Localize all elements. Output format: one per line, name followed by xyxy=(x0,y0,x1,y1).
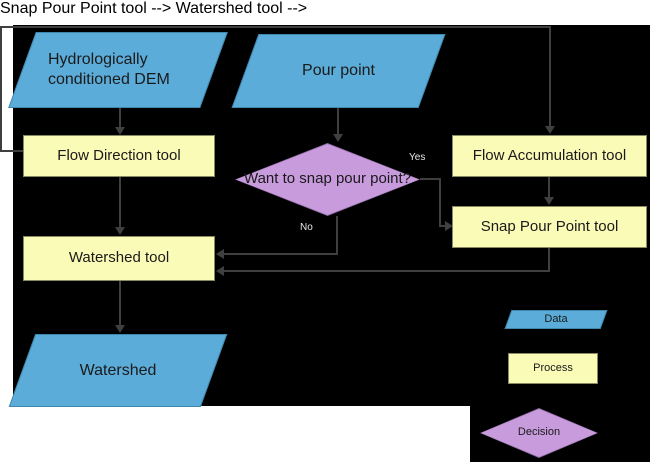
edge-flowdir-to-flowacc-arrowhead xyxy=(545,126,555,134)
node-label: Want to snap pour point? xyxy=(243,170,412,188)
node-want-to-snap-pour-point[interactable]: Want to snap pour point? xyxy=(235,143,420,216)
edge-decision-yes-h2 xyxy=(439,225,448,227)
edge-decision-yes-v xyxy=(439,178,441,226)
node-label: Flow Direction tool xyxy=(57,146,181,164)
edge-watertool-to-watershed-line xyxy=(119,281,121,326)
node-label: Watershed tool xyxy=(68,249,170,267)
edge-decision-yes-arrowhead xyxy=(445,221,453,231)
legend-item-process: Process xyxy=(508,353,598,384)
edge-label-no: No xyxy=(300,222,313,233)
node-label: Hydrologically conditioned DEM xyxy=(48,51,170,88)
edge-flowacc-to-snap-line xyxy=(548,177,550,198)
edge-decision-no-h xyxy=(224,253,337,255)
node-watershed-tool[interactable]: Watershed tool xyxy=(23,236,215,281)
node-pour-point[interactable]: Pour point xyxy=(231,34,446,108)
edge-pour-to-decision-arrowhead xyxy=(333,134,343,142)
node-flow-accumulation-tool[interactable]: Flow Accumulation tool xyxy=(452,135,647,177)
legend-item-data: Data xyxy=(504,310,608,329)
edge-watertool-to-watershed-arrowhead xyxy=(115,325,125,333)
edge-dem-to-flowdir-line xyxy=(119,108,121,128)
edge-decision-no-arrowhead xyxy=(216,249,224,259)
legend-label: Data xyxy=(544,312,568,325)
edge-label-yes: Yes xyxy=(409,152,426,163)
node-label: Snap Pour Point tool xyxy=(480,217,619,235)
legend-item-decision: Decision xyxy=(480,408,598,458)
edge-decision-yes-h xyxy=(420,178,441,180)
edge-flowdir-to-flowacc-riser xyxy=(0,26,2,152)
node-label: Flow Accumulation tool xyxy=(472,146,627,164)
edge-flowdir-to-flowacc-stub xyxy=(0,150,25,152)
edge-flowdir-to-watertool-line xyxy=(119,177,121,228)
edge-snap-to-watertool-v xyxy=(548,248,550,272)
edge-flowacc-to-snap-arrowhead xyxy=(544,197,554,205)
edge-dem-to-flowdir-arrowhead xyxy=(115,127,125,135)
edge-flowdir-to-watertool-arrowhead xyxy=(115,227,125,235)
node-snap-pour-point-tool[interactable]: Snap Pour Point tool xyxy=(452,206,647,248)
edge-flowdir-to-flowacc-top xyxy=(0,26,551,28)
legend-label: Decision xyxy=(517,426,561,439)
edge-snap-to-watertool-h xyxy=(224,270,550,272)
edge-flowdir-to-flowacc-drop xyxy=(549,26,551,127)
edge-snap-to-watertool-arrowhead xyxy=(216,266,224,276)
edge-decision-no-v xyxy=(336,216,338,255)
node-label: Watershed xyxy=(79,361,157,379)
edge-pour-to-decision-line xyxy=(337,108,339,135)
node-label: Pour point xyxy=(302,62,375,80)
legend-label: Process xyxy=(533,361,573,374)
node-flow-direction-tool[interactable]: Flow Direction tool xyxy=(23,135,215,177)
node-watershed[interactable]: Watershed xyxy=(8,334,228,407)
node-hydrologically-conditioned-dem[interactable]: Hydrologically conditioned DEM xyxy=(8,32,228,108)
